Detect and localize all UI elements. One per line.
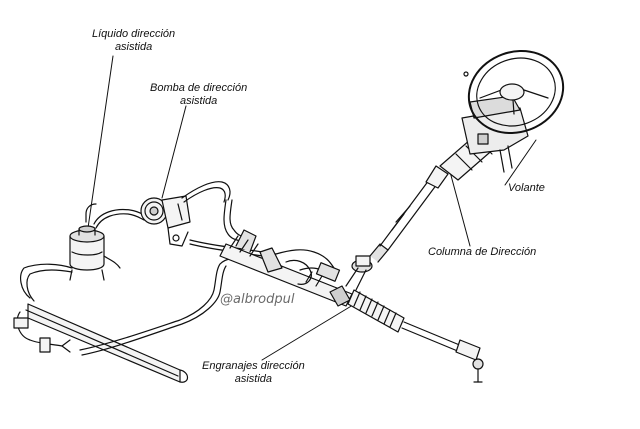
power-steering-pump (140, 181, 231, 247)
label-gear: Engranajes dirección asistida (202, 360, 305, 386)
label-pump: Bomba de dirección asistida (150, 82, 247, 108)
steering-wheel (463, 49, 565, 135)
label-gear-line1: Engranajes dirección (202, 360, 305, 372)
label-pump-line1: Bomba de dirección (150, 82, 248, 94)
label-column: Columna de Dirección (428, 246, 537, 258)
power-steering-cooler-tubes (13, 263, 189, 383)
tie-rod (401, 321, 484, 383)
rack-boot (347, 289, 405, 333)
leader-lines (87, 55, 537, 361)
label-fluid: Líquido dirección asistida (92, 28, 175, 54)
supply-hose (85, 203, 147, 229)
watermark: @albrodpul (220, 292, 295, 307)
label-wheel: Volante (508, 182, 545, 194)
pinion-coupling (345, 243, 389, 291)
label-gear-line2: asistida (234, 373, 273, 385)
steering-rack (219, 229, 353, 307)
label-pump-line2: asistida (179, 95, 218, 107)
intermediate-shaft (379, 165, 449, 251)
label-fluid-line1: Líquido dirección (92, 28, 176, 40)
steering-column (439, 95, 529, 181)
label-fluid-line2: asistida (114, 41, 153, 53)
fluid-reservoir (69, 225, 121, 281)
return-hose (79, 258, 241, 356)
